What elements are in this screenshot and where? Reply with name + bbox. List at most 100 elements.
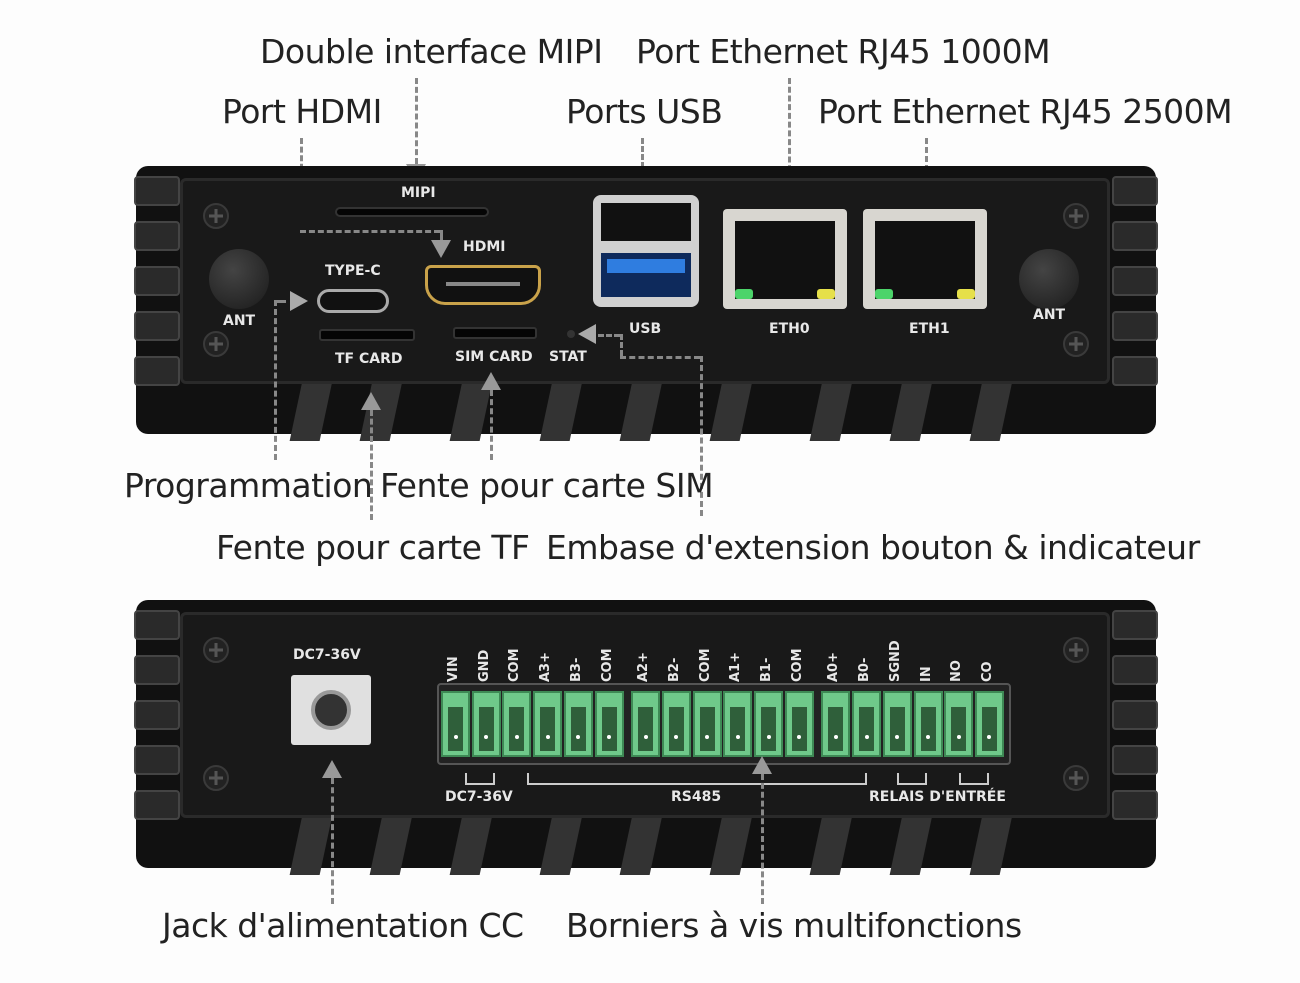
callout-header: Embase d'extension bouton & indicateur bbox=[546, 528, 1200, 567]
screw-icon bbox=[1063, 637, 1089, 663]
group-label-relay: RELAIS D'ENTRÉE bbox=[869, 789, 1006, 805]
callout-eth-2500m: Port Ethernet RJ45 2500M bbox=[818, 92, 1233, 131]
screw-icon bbox=[203, 203, 229, 229]
terminal-label: CO bbox=[979, 661, 995, 682]
terminal-b3 bbox=[563, 691, 593, 757]
leader-terminals bbox=[761, 774, 764, 904]
ethernet-port-eth0 bbox=[723, 209, 847, 309]
mipi-slot bbox=[335, 207, 489, 217]
terminal-b1 bbox=[754, 691, 783, 757]
terminal-vin bbox=[441, 691, 470, 757]
terminal-a0 bbox=[821, 691, 851, 757]
callout-programming: Programmation bbox=[124, 466, 373, 505]
terminal-com bbox=[784, 691, 814, 757]
leader-eth0 bbox=[788, 78, 791, 180]
terminal-label: B2- bbox=[666, 657, 682, 682]
arrow-type-c bbox=[290, 291, 308, 311]
tf-card-slot bbox=[319, 329, 415, 341]
leader-eth1 bbox=[925, 138, 928, 180]
ethernet-port-eth1 bbox=[863, 209, 987, 309]
label-eth0: ETH0 bbox=[769, 321, 810, 337]
label-ant-left: ANT bbox=[223, 313, 256, 329]
terminal-co bbox=[974, 691, 1004, 757]
leader-mipi bbox=[415, 78, 418, 164]
screw-icon bbox=[1063, 331, 1089, 357]
label-eth1: ETH1 bbox=[909, 321, 950, 337]
callout-hdmi: Port HDMI bbox=[222, 92, 382, 131]
leader-tf bbox=[370, 410, 373, 520]
rear-panel: DC7-36V DC7-36V RS485 RELAIS D'ENTRÉE VI… bbox=[180, 612, 1110, 818]
usb-c-port bbox=[317, 289, 389, 313]
label-dc-input: DC7-36V bbox=[293, 647, 361, 663]
label-sim-card: SIM CARD bbox=[455, 349, 533, 365]
terminal-a1 bbox=[723, 691, 753, 757]
callout-mipi: Double interface MIPI bbox=[260, 32, 603, 71]
front-panel: ANT ANT MIPI HDMI TYPE-C TF CARD SIM CAR… bbox=[180, 178, 1110, 384]
terminal-label: IN bbox=[918, 666, 934, 682]
arrow-dc-jack bbox=[322, 760, 342, 778]
terminal-label: A0+ bbox=[826, 652, 842, 682]
terminal-b2 bbox=[661, 691, 691, 757]
label-stat: STAT bbox=[549, 349, 587, 365]
leader-hdmi-drop bbox=[440, 230, 443, 240]
bracket-power bbox=[465, 773, 495, 785]
terminal-a2 bbox=[631, 691, 661, 757]
terminal-gnd bbox=[471, 691, 501, 757]
label-mipi: MIPI bbox=[401, 185, 436, 201]
terminal-com bbox=[502, 691, 532, 757]
group-label-power: DC7-36V bbox=[445, 789, 513, 805]
terminal-com bbox=[594, 691, 624, 757]
callout-eth-1000m: Port Ethernet RJ45 1000M bbox=[636, 32, 1051, 71]
label-tf-card: TF CARD bbox=[335, 351, 403, 367]
callout-sim-slot: Fente pour carte SIM bbox=[380, 466, 714, 505]
terminal-label: VIN bbox=[446, 656, 461, 682]
terminal-b0 bbox=[852, 691, 882, 757]
terminal-label: COM bbox=[789, 648, 805, 682]
terminal-label: A1+ bbox=[728, 652, 744, 682]
leader-programming bbox=[274, 300, 277, 460]
antenna-port-left bbox=[209, 249, 269, 309]
callout-terminals: Borniers à vis multifonctions bbox=[566, 906, 1022, 945]
arrow-tf bbox=[361, 392, 381, 410]
arrow-stat bbox=[578, 324, 596, 344]
terminal-label: NO bbox=[949, 660, 965, 682]
terminal-com bbox=[692, 691, 722, 757]
usb-ports bbox=[593, 195, 699, 307]
antenna-port-right bbox=[1019, 249, 1079, 309]
terminal-a3 bbox=[533, 691, 563, 757]
terminal-label: B0- bbox=[857, 657, 873, 682]
bracket-relay-out bbox=[959, 773, 989, 785]
terminal-label: COM bbox=[507, 648, 523, 682]
label-hdmi: HDMI bbox=[463, 239, 506, 255]
device-rear: DC7-36V DC7-36V RS485 RELAIS D'ENTRÉE VI… bbox=[134, 600, 1158, 875]
screw-icon bbox=[203, 331, 229, 357]
leader-stat-h1 bbox=[598, 334, 620, 337]
leader-programming-h bbox=[274, 300, 286, 303]
label-usb: USB bbox=[629, 321, 662, 337]
screw-icon bbox=[203, 637, 229, 663]
terminal-no bbox=[944, 691, 974, 757]
leader-sim bbox=[490, 390, 493, 460]
arrow-sim bbox=[481, 372, 501, 390]
label-ant-right: ANT bbox=[1033, 307, 1066, 323]
bracket-rs485 bbox=[527, 773, 867, 785]
terminal-sgnd bbox=[882, 691, 912, 757]
callout-dc-jack: Jack d'alimentation CC bbox=[162, 906, 524, 945]
stat-led bbox=[567, 330, 575, 338]
terminal-label: COM bbox=[697, 648, 713, 682]
arrow-terminals bbox=[752, 756, 772, 774]
leader-hdmi-h bbox=[300, 230, 440, 233]
terminal-label: SGND bbox=[887, 640, 903, 682]
bracket-relay-in bbox=[897, 773, 927, 785]
arrow-hdmi bbox=[431, 240, 451, 258]
dc-power-jack bbox=[291, 675, 371, 745]
screw-icon bbox=[203, 765, 229, 791]
terminal-label: A3+ bbox=[538, 652, 554, 682]
terminal-in bbox=[913, 691, 943, 757]
terminal-label: COM bbox=[599, 648, 615, 682]
leader-stat-h2 bbox=[620, 356, 700, 359]
leader-usb bbox=[641, 138, 644, 168]
callout-tf-slot: Fente pour carte TF bbox=[216, 528, 530, 567]
callout-usb: Ports USB bbox=[566, 92, 723, 131]
terminal-label: A2+ bbox=[636, 652, 652, 682]
